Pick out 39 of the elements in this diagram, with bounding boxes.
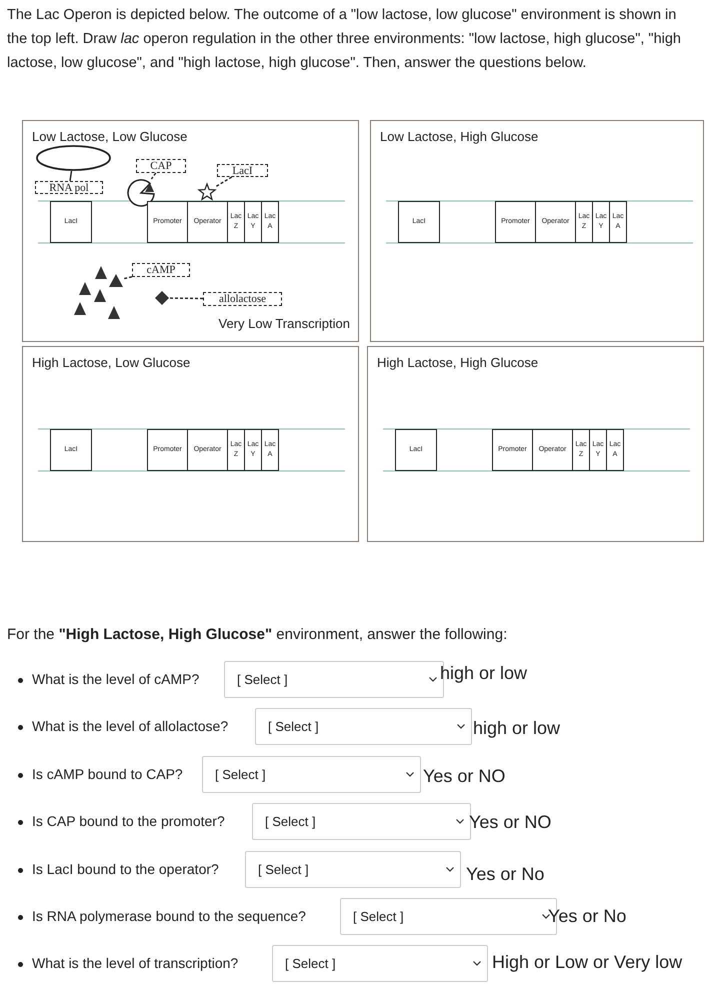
callout-label: cAMP: [132, 263, 190, 277]
panel-frame: [367, 346, 704, 542]
question-text: What is the level of allolactose?: [32, 718, 228, 734]
question-text: What is the level of transcription?: [32, 955, 238, 971]
section-heading: For the "High Lactose, High Glucose" environment, answer the following:: [7, 626, 508, 643]
answer-hint: Yes or NO: [469, 812, 552, 833]
panel-title: High Lactose, High Glucose: [377, 355, 538, 370]
question-text: Is LacI bound to the operator?: [32, 861, 219, 877]
callout-label: allolactose: [203, 292, 282, 306]
answer-hint: High or Low or Very low: [492, 952, 682, 973]
question-text: What is the level of cAMP?: [32, 671, 200, 687]
panel-frame: [370, 120, 704, 342]
dropdown-select: [ Select ]: [252, 803, 471, 840]
answer-hint: Yes or NO: [423, 766, 506, 787]
callout-label: LacI: [217, 164, 268, 177]
leader-line: [122, 276, 132, 280]
callout-label: RNA pol: [35, 181, 103, 194]
panel-note: Very Low Transcription: [218, 316, 350, 331]
answer-hint: Yes or No: [548, 906, 626, 927]
answer-hint: high or low: [473, 718, 560, 739]
leader-line: [169, 297, 203, 300]
panel-frame: [22, 346, 359, 542]
panel-title: High Lactose, Low Glucose: [32, 355, 190, 370]
panel-title: Low Lactose, Low Glucose: [32, 129, 188, 144]
dropdown-select: [ Select ]: [255, 708, 472, 745]
leader-line: [216, 176, 232, 188]
question-text: Is cAMP bound to CAP?: [32, 766, 183, 782]
leader-line: [69, 170, 72, 182]
question-text: Is RNA polymerase bound to the sequence?: [32, 908, 306, 924]
dropdown-select: [ Select ]: [272, 945, 488, 982]
callout-label: CAP: [136, 159, 186, 173]
answer-hint: Yes or No: [466, 864, 544, 885]
instructions-paragraph: The Lac Operon is depicted below. The outcome of a "low lactose, low glucose" environment is shown in the top left. Draw lac operon regulation in the other three environments: "low lactose, high glucose", "high lactose, low glucose", and "high lactose, high glucose". Then, answer the questions below.: [7, 6, 682, 73]
panel-title: Low Lactose, High Glucose: [380, 129, 538, 144]
leader-line: [150, 172, 156, 180]
panel-frame: [22, 120, 359, 342]
dropdown-select: [ Select ]: [202, 756, 421, 793]
question-text: Is CAP bound to the promoter?: [32, 813, 225, 829]
dropdown-select: [ Select ]: [245, 851, 461, 888]
